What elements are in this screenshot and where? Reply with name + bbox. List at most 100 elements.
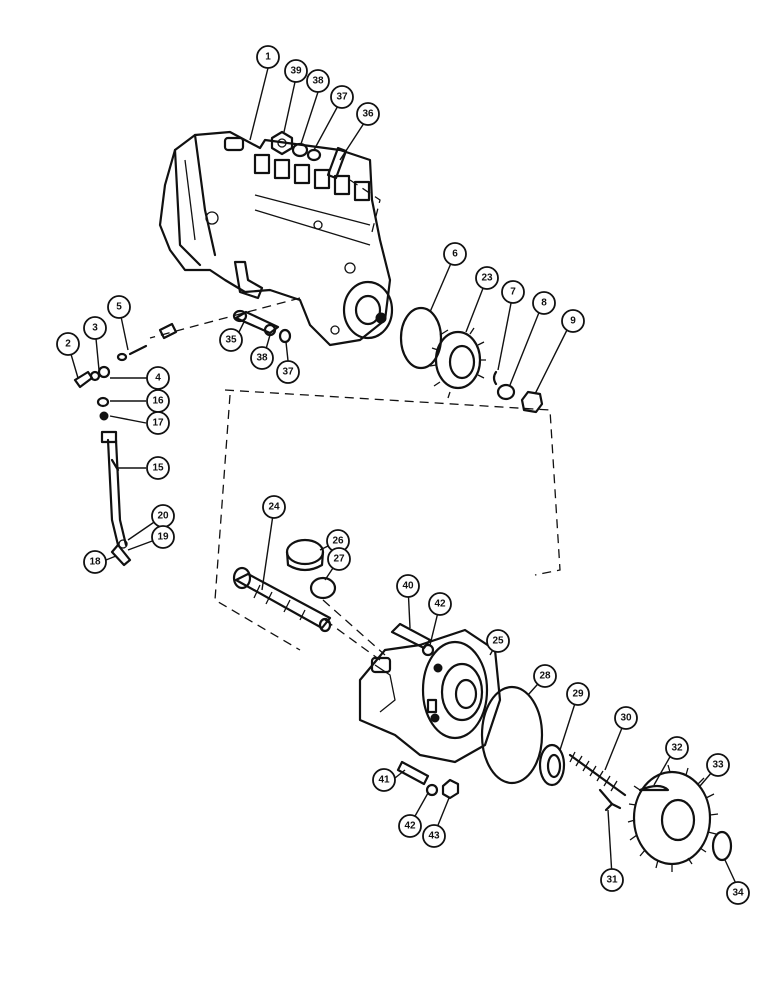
housing-25 <box>358 628 502 764</box>
injection-pump-body <box>158 130 394 347</box>
callout-23: 23 <box>475 266 499 290</box>
callout-15: 15 <box>146 456 170 480</box>
svg-text:30: 30 <box>620 713 632 724</box>
thrust-washer-29 <box>538 743 566 787</box>
callout-18: 18 <box>83 550 107 574</box>
callout-36: 36 <box>356 102 380 126</box>
svg-text:26: 26 <box>332 536 344 547</box>
o-ring-28 <box>480 685 544 785</box>
svg-text:31: 31 <box>606 875 618 886</box>
svg-text:24: 24 <box>268 502 280 513</box>
callout-25: 25 <box>486 629 510 653</box>
callout-42b: 42 <box>398 814 422 838</box>
svg-text:28: 28 <box>539 671 551 682</box>
callout-32: 32 <box>665 736 689 760</box>
svg-text:38: 38 <box>256 353 268 364</box>
washer-27 <box>309 576 337 600</box>
callout-8: 8 <box>532 291 556 315</box>
callout-34: 34 <box>726 881 750 905</box>
svg-text:23: 23 <box>481 273 493 284</box>
callout-9: 9 <box>561 309 585 333</box>
callout-24: 24 <box>262 495 286 519</box>
guide-line-cap <box>322 599 386 656</box>
callout-28: 28 <box>533 664 557 688</box>
svg-text:40: 40 <box>402 581 414 592</box>
svg-text:7: 7 <box>510 287 516 298</box>
svg-text:18: 18 <box>89 557 101 568</box>
callout-43: 43 <box>422 824 446 848</box>
svg-text:29: 29 <box>572 689 584 700</box>
svg-text:37: 37 <box>336 92 348 103</box>
svg-text:9: 9 <box>570 316 576 327</box>
callout-3: 3 <box>83 316 107 340</box>
key-7 <box>492 370 498 386</box>
guide-line-shaft <box>324 619 381 661</box>
svg-text:41: 41 <box>378 775 390 786</box>
callout-7: 7 <box>501 280 525 304</box>
svg-text:32: 32 <box>671 743 683 754</box>
bolt-40 <box>390 622 435 657</box>
svg-text:5: 5 <box>116 302 122 313</box>
svg-text:43: 43 <box>428 831 440 842</box>
svg-text:3: 3 <box>92 323 98 334</box>
assembly-guide-box <box>214 389 561 651</box>
callout-4: 4 <box>146 366 170 390</box>
svg-text:37: 37 <box>282 367 294 378</box>
callout-33: 33 <box>706 753 730 777</box>
callout-30: 30 <box>614 706 638 730</box>
svg-text:4: 4 <box>155 373 161 384</box>
callout-27: 27 <box>327 547 351 571</box>
snap-ring-34 <box>711 830 733 862</box>
svg-text:36: 36 <box>362 109 374 120</box>
svg-text:1: 1 <box>265 52 271 63</box>
fuel-line <box>100 430 132 567</box>
washer-8 <box>496 383 516 401</box>
svg-text:25: 25 <box>492 636 504 647</box>
shaft-24 <box>232 566 332 633</box>
pump-outlets <box>253 153 371 246</box>
spring-30 <box>568 751 627 797</box>
callout-20: 20 <box>151 504 175 528</box>
callout-5: 5 <box>107 295 131 319</box>
callout-29: 29 <box>566 682 590 706</box>
svg-text:33: 33 <box>712 760 724 771</box>
svg-text:39: 39 <box>290 66 302 77</box>
callout-38: 38 <box>306 69 330 93</box>
cap-26 <box>285 538 325 572</box>
callout-37b: 37 <box>276 360 300 384</box>
callout-16: 16 <box>146 389 170 413</box>
callout-41: 41 <box>372 768 396 792</box>
callout-6: 6 <box>443 242 467 266</box>
svg-text:27: 27 <box>333 554 345 565</box>
callout-19: 19 <box>151 525 175 549</box>
svg-text:19: 19 <box>157 532 169 543</box>
drive-gear-23 <box>429 327 486 399</box>
svg-text:34: 34 <box>732 888 744 899</box>
svg-text:16: 16 <box>152 396 164 407</box>
svg-text:8: 8 <box>541 298 547 309</box>
svg-text:6: 6 <box>452 249 458 260</box>
callout-42: 42 <box>428 592 452 616</box>
callout-35: 35 <box>219 328 243 352</box>
callout-1: 1 <box>256 45 280 69</box>
callout-31: 31 <box>600 868 624 892</box>
svg-text:17: 17 <box>152 418 164 429</box>
callout-17: 17 <box>146 411 170 435</box>
callout-39: 39 <box>284 59 308 83</box>
callout-38b: 38 <box>250 346 274 370</box>
leader-lines <box>67 67 739 889</box>
svg-text:35: 35 <box>225 335 237 346</box>
callout-37: 37 <box>330 85 354 109</box>
svg-text:38: 38 <box>312 76 324 87</box>
gear-33 <box>627 764 719 872</box>
nut-9 <box>520 390 544 414</box>
fitting-assembly <box>73 322 178 421</box>
bolt-35-washers <box>232 309 292 344</box>
callout-40: 40 <box>396 574 420 598</box>
svg-text:2: 2 <box>65 339 71 350</box>
stud-41-nut-43 <box>396 760 460 800</box>
callout-2: 2 <box>56 332 80 356</box>
svg-text:42: 42 <box>404 821 416 832</box>
